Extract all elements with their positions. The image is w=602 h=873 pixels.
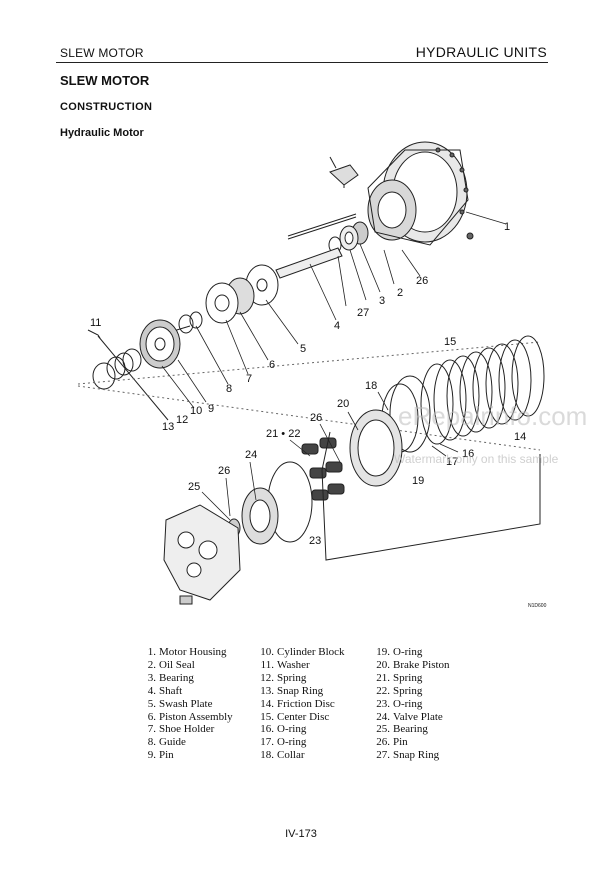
callout-25: 25 bbox=[188, 481, 200, 493]
legend-item: 12.Spring bbox=[260, 671, 307, 684]
legend-column-2: 10.Cylinder Block 11.Washer 12.Spring 13… bbox=[256, 646, 345, 762]
shaft-part bbox=[275, 247, 343, 279]
callout-14: 14 bbox=[514, 431, 526, 443]
callout-3: 3 bbox=[379, 295, 385, 307]
callout-23: 23 bbox=[309, 535, 321, 547]
legend-column-1: 1.Motor Housing 2.Oil Seal 3.Bearing 4.S… bbox=[144, 646, 233, 762]
callout-7: 7 bbox=[246, 373, 252, 385]
callout-10: 10 bbox=[190, 405, 202, 417]
legend-item: 11.Washer bbox=[260, 658, 310, 671]
callout-5: 5 bbox=[300, 343, 306, 355]
legend-item: 25.Bearing bbox=[376, 723, 428, 736]
callout-26-middle: 26 bbox=[310, 412, 322, 424]
header-rule bbox=[56, 62, 548, 63]
callout-24: 24 bbox=[245, 449, 257, 461]
legend-item: 22.Spring bbox=[376, 684, 423, 697]
brake-piston-part bbox=[349, 409, 403, 487]
page-number: IV-173 bbox=[285, 828, 317, 840]
legend-item: 26.Pin bbox=[376, 736, 408, 749]
callout-11: 11 bbox=[90, 317, 101, 329]
callout-20: 20 bbox=[337, 398, 349, 410]
piston-assembly-part bbox=[205, 277, 255, 324]
callout-18: 18 bbox=[365, 380, 377, 392]
legend-item: 15.Center Disc bbox=[260, 710, 330, 723]
valve-plate-part bbox=[241, 487, 279, 545]
callout-21-22: 21 • 22 bbox=[266, 428, 300, 440]
legend-item: 23.O-ring bbox=[376, 697, 423, 710]
legend-item: 5.Swash Plate bbox=[147, 697, 213, 710]
legend-item: 13.Snap Ring bbox=[260, 684, 324, 697]
header-right: HYDRAULIC UNITS bbox=[415, 44, 547, 60]
callout-1: 1 bbox=[504, 221, 510, 233]
callout-15: 15 bbox=[444, 336, 456, 348]
callout-13: 13 bbox=[162, 421, 174, 433]
watermark: eRepairinfo.com Watermark only on this s… bbox=[394, 401, 587, 466]
callout-12: 12 bbox=[176, 414, 188, 426]
disc-pack-part bbox=[420, 335, 545, 445]
fitting-part bbox=[329, 156, 359, 188]
callout-27: 27 bbox=[357, 307, 369, 319]
callout-19: 19 bbox=[412, 475, 424, 487]
legend-item: 1.Motor Housing bbox=[147, 646, 227, 658]
pin-part bbox=[287, 213, 357, 237]
legend-item: 19.O-ring bbox=[376, 646, 423, 658]
legend-item: 10.Cylinder Block bbox=[260, 646, 345, 658]
legend-item: 27.Snap Ring bbox=[376, 749, 440, 762]
legend-item: 18.Collar bbox=[260, 749, 305, 762]
callout-6: 6 bbox=[269, 359, 275, 371]
legend-item: 6.Piston Assembly bbox=[147, 710, 233, 723]
watermark-text: eRepairinfo.com bbox=[398, 401, 587, 431]
exploded-view-diagram: 1 2 3 4 5 6 7 8 9 10 11 12 13 14 15 16 1… bbox=[77, 141, 587, 609]
legend-item: 24.Valve Plate bbox=[376, 710, 443, 723]
legend-item: 4.Shaft bbox=[147, 684, 183, 697]
callout-17: 17 bbox=[446, 456, 458, 468]
section-heading: CONSTRUCTION bbox=[60, 101, 153, 113]
callout-4: 4 bbox=[334, 320, 340, 332]
legend-item: 9.Pin bbox=[147, 749, 174, 762]
legend-item: 8.Guide bbox=[147, 736, 186, 749]
legend-item: 2.Oil Seal bbox=[147, 658, 195, 671]
header-left: SLEW MOTOR bbox=[60, 46, 144, 60]
figure-code: N1D600 bbox=[528, 603, 547, 609]
legend-item: 20.Brake Piston bbox=[376, 658, 450, 671]
valve-housing-part bbox=[163, 504, 241, 605]
callout-9: 9 bbox=[208, 403, 214, 415]
callout-8: 8 bbox=[226, 383, 232, 395]
callout-26-lower: 26 bbox=[218, 465, 230, 477]
watermark-note: Watermark only on this sample bbox=[394, 452, 559, 466]
legend-item: 3.Bearing bbox=[147, 671, 194, 684]
legend-item: 17.O-ring bbox=[260, 736, 307, 749]
cylinder-block-part bbox=[139, 319, 181, 369]
subsection-heading: Hydraulic Motor bbox=[60, 127, 144, 139]
legend-item: 16.O-ring bbox=[260, 723, 307, 736]
motor-housing-part bbox=[367, 141, 474, 246]
legend-column-3: 19.O-ring 20.Brake Piston 21.Spring 22.S… bbox=[372, 646, 450, 762]
legend-item: 7.Shoe Holder bbox=[147, 723, 215, 736]
callout-2: 2 bbox=[397, 287, 403, 299]
callout-16: 16 bbox=[462, 448, 474, 460]
legend-item: 21.Spring bbox=[376, 671, 423, 684]
callout-26-upper: 26 bbox=[416, 275, 428, 287]
page-title: SLEW MOTOR bbox=[60, 73, 150, 88]
legend-item: 14.Friction Disc bbox=[260, 697, 335, 710]
